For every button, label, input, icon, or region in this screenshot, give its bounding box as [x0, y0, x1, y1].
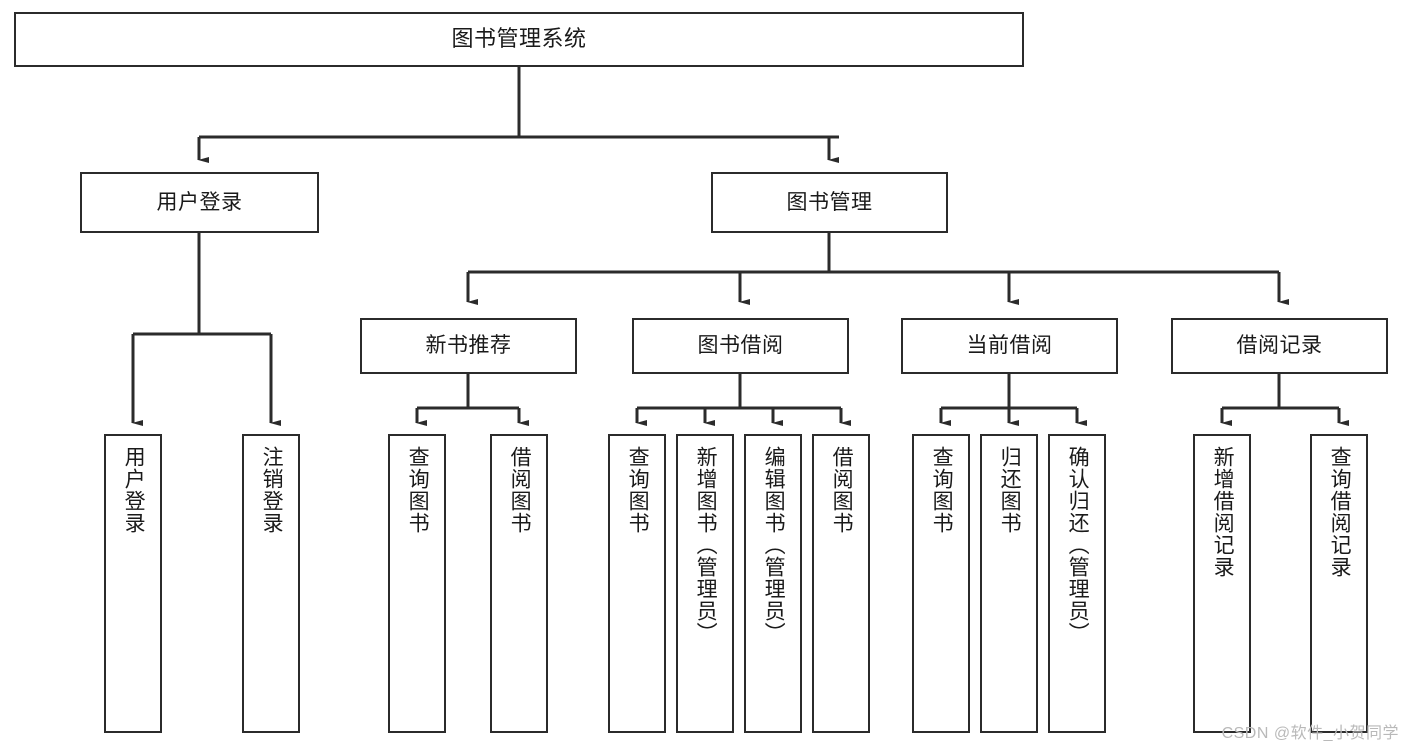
- node-label: 查询图书: [406, 446, 430, 534]
- node-leaf-logout[interactable]: 注销登录: [242, 434, 300, 733]
- node-label: 注销登录: [260, 446, 284, 534]
- node-leaf-query-book-current[interactable]: 查询图书: [912, 434, 970, 733]
- node-label: 图书借阅: [697, 334, 784, 358]
- node-leaf-borrow-book-recommend[interactable]: 借阅图书: [490, 434, 548, 733]
- node-user-login[interactable]: 用户登录: [80, 172, 319, 233]
- node-label: 图书管理: [786, 190, 873, 214]
- node-label: 借阅记录: [1236, 334, 1323, 358]
- node-leaf-user-login[interactable]: 用户登录: [104, 434, 162, 733]
- node-label: 用户登录: [122, 446, 146, 534]
- node-new-book-recommend[interactable]: 新书推荐: [360, 318, 577, 374]
- node-label: 用户登录: [156, 190, 243, 214]
- node-label: 借阅图书: [508, 446, 532, 534]
- node-label: 借阅图书: [830, 446, 854, 534]
- node-root-system[interactable]: 图书管理系统: [14, 12, 1024, 67]
- node-leaf-borrow-book[interactable]: 借阅图书: [812, 434, 870, 733]
- node-label: 查询借阅记录: [1328, 446, 1352, 578]
- node-book-management[interactable]: 图书管理: [711, 172, 948, 233]
- node-label: 确认归还（管理员）: [1066, 446, 1090, 644]
- node-label: 新增借阅记录: [1211, 446, 1235, 578]
- node-leaf-query-borrow-record[interactable]: 查询借阅记录: [1310, 434, 1368, 733]
- node-leaf-confirm-return-admin[interactable]: 确认归还（管理员）: [1048, 434, 1106, 733]
- node-borrow-record[interactable]: 借阅记录: [1171, 318, 1388, 374]
- node-label: 图书管理系统: [451, 26, 587, 52]
- node-leaf-add-book-admin[interactable]: 新增图书（管理员）: [676, 434, 734, 733]
- node-current-borrow[interactable]: 当前借阅: [901, 318, 1118, 374]
- node-leaf-query-book-borrow[interactable]: 查询图书: [608, 434, 666, 733]
- node-leaf-add-borrow-record[interactable]: 新增借阅记录: [1193, 434, 1251, 733]
- node-label: 归还图书: [998, 446, 1022, 534]
- node-leaf-edit-book-admin[interactable]: 编辑图书（管理员）: [744, 434, 802, 733]
- node-label: 新增图书（管理员）: [694, 446, 718, 644]
- node-label: 新书推荐: [425, 334, 512, 358]
- node-label: 编辑图书（管理员）: [762, 446, 786, 644]
- node-label: 查询图书: [930, 446, 954, 534]
- csdn-watermark: CSDN @软件_小贺同学: [1221, 725, 1399, 742]
- node-book-borrow[interactable]: 图书借阅: [632, 318, 849, 374]
- node-label: 查询图书: [626, 446, 650, 534]
- node-label: 当前借阅: [966, 334, 1053, 358]
- node-leaf-query-book-recommend[interactable]: 查询图书: [388, 434, 446, 733]
- node-leaf-return-book[interactable]: 归还图书: [980, 434, 1038, 733]
